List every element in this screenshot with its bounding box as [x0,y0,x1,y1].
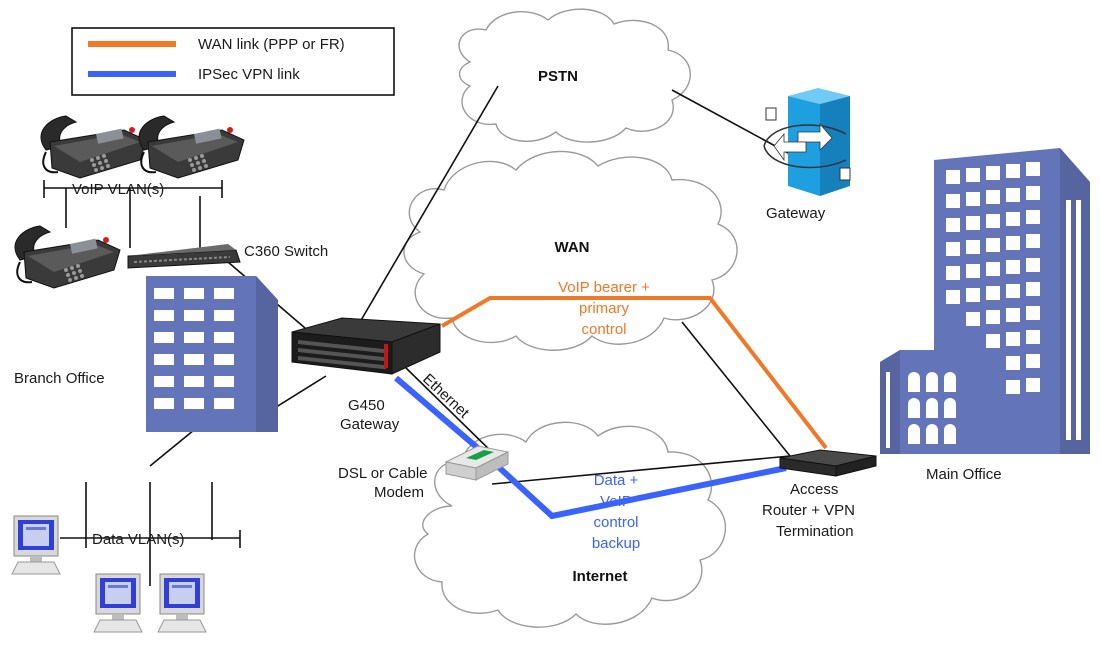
vpn-path-label-line2: VoIP [600,493,632,510]
legend-label-wan: WAN link (PPP or FR) [198,36,345,53]
modem-icon [444,445,510,481]
pstn-gateway-label: Gateway [766,205,826,222]
pc-icon [93,573,143,633]
link-g450-modem-ethernet [405,367,499,459]
legend: WAN link (PPP or FR) IPSec VPN link [71,27,395,96]
router-label-line2: Router + VPN [762,502,855,519]
wan-path-label-line1: VoIP bearer + [558,279,650,296]
router-label-line1: Access [790,481,838,498]
pstn-gateway-icon [763,88,851,196]
link-wan-router [681,321,791,457]
router-icon [779,449,877,477]
wan-label: WAN [555,239,590,256]
router-label-line3: Termination [776,523,854,540]
wan-link-path [440,296,828,450]
vpn-path-label-line4: backup [592,535,640,552]
ethernet-label: Ethernet [419,370,473,422]
link-modem-router [491,455,791,485]
desk-phone-icon [137,115,245,179]
office-building-icon [880,148,1090,454]
g450-label-line1: G450 [348,397,385,414]
internet-cloud [413,421,727,628]
office-building-icon [146,276,278,432]
pstn-label: PSTN [538,68,578,85]
branch-office-label: Branch Office [14,370,105,387]
wan-path-label-line3: control [581,321,626,338]
vpn-link-path [394,375,787,520]
c360-switch-label: C360 Switch [244,243,328,260]
g450-gateway-icon [291,317,441,375]
connection-lines [43,85,791,586]
link-pstn-gateway [671,89,791,155]
link-branch-datavlan [149,429,195,467]
modem-label-line1: DSL or Cable [338,465,428,482]
switch-icon [127,244,241,269]
link-g450-pstn [359,85,499,323]
legend-label-vpn: IPSec VPN link [198,66,300,83]
pc-icon [11,515,61,575]
legend-box [71,27,395,96]
pstn-cloud [458,8,691,143]
data-vlans-label: Data VLAN(s) [92,531,185,548]
desk-phone-icon [13,225,122,289]
vpn-path-label-line3: control [593,514,638,531]
vpn-path-label-line1: Data + [594,472,639,489]
desk-phone-icon [39,115,148,179]
main-office-label: Main Office [926,466,1002,483]
g450-label-line2: Gateway [340,416,400,433]
modem-label-line2: Modem [374,484,424,501]
pc-icon [157,573,207,633]
voip-vlans-label: VoIP VLAN(s) [72,181,164,198]
internet-label: Internet [572,568,627,585]
wan-path-label-line2: primary [579,300,630,317]
